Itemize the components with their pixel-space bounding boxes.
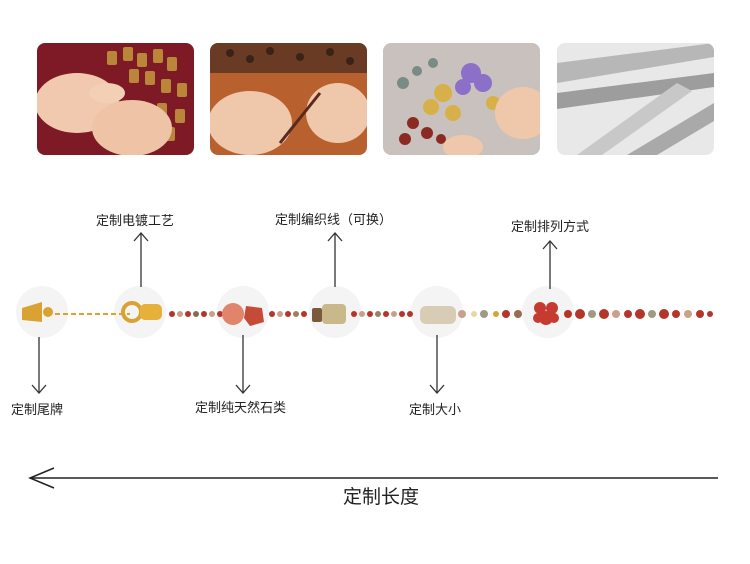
- arrow-down-icon: [429, 335, 445, 394]
- length-arrow-left-icon: [28, 467, 718, 489]
- hands-sorting-beads-photo: [37, 43, 194, 155]
- cord-bead: [322, 304, 346, 324]
- arrow-up-icon: [542, 240, 558, 289]
- hands-stringing-beads-photo: [210, 43, 367, 155]
- metal-wire-closeup-photo: [557, 43, 714, 155]
- size-bead: [420, 306, 456, 324]
- tail-tag-charm: [22, 302, 42, 322]
- bracelet-illustration: [16, 286, 713, 338]
- plating-label: 定制电镀工艺: [96, 214, 175, 229]
- arrow-down-icon: [31, 337, 47, 394]
- arrow-up-icon: [327, 232, 343, 287]
- arrangement-label: 定制排列方式: [511, 220, 590, 235]
- size-label: 定制大小: [409, 403, 462, 418]
- arrow-down-icon: [235, 335, 251, 394]
- crystal-beads-tray-photo: [383, 43, 540, 155]
- natural-stone-bead: [222, 303, 244, 325]
- tail-tag-label: 定制尾牌: [11, 403, 64, 418]
- arrangement-flower-bead: [533, 302, 559, 325]
- cord-label: 定制编织线（可换）: [275, 213, 393, 228]
- arrow-up-icon: [133, 232, 149, 287]
- length-label: 定制长度: [343, 486, 420, 508]
- natural-stone-label: 定制纯天然石类: [195, 401, 287, 416]
